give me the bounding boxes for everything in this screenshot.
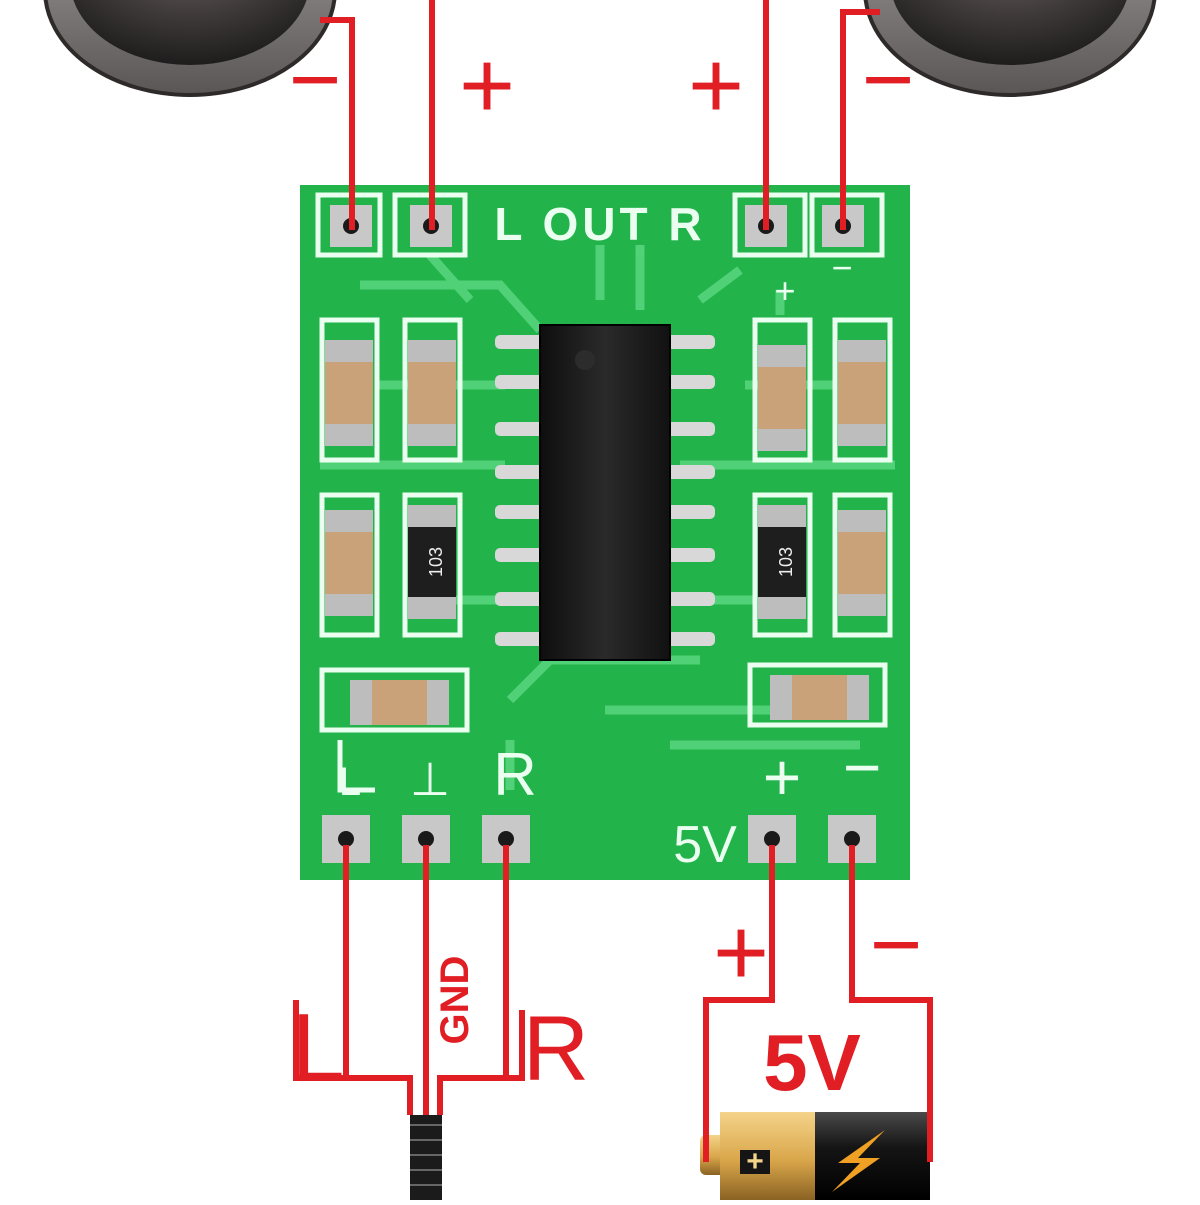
speaker-right-minus-label: − [862, 30, 915, 130]
audio-jack-plug [410, 1115, 442, 1205]
wire-input-right-bracket [506, 1010, 525, 1081]
silkscreen-5v-label: 5V [673, 816, 737, 874]
wire-input-right [437, 845, 509, 1115]
silkscreen-input-gnd: ⊥ [410, 753, 450, 805]
silkscreen-out-label: L OUT R [494, 198, 705, 250]
right-speaker [863, 0, 1157, 97]
wire-power-minus [849, 845, 933, 1162]
left-speaker [43, 0, 337, 97]
capacitor-c3 [758, 345, 806, 451]
silkscreen-plus-top: + [774, 270, 795, 311]
wire-speaker-right-minus [840, 9, 880, 230]
lightning-icon [832, 1130, 885, 1192]
power-plus-label: + [713, 899, 769, 1006]
ic-left-pins [495, 335, 545, 646]
smd-components: 103 103 [325, 340, 886, 725]
speaker-left-minus-label: − [289, 30, 342, 130]
silkscreen-input-right: R [493, 741, 536, 808]
speaker-left-plus-label: + [459, 32, 515, 139]
silkscreen-outlines [315, 192, 893, 793]
silkscreen-input-left: L [339, 760, 361, 804]
capacitor-c6 [838, 510, 886, 616]
ic-right-pins [665, 335, 715, 646]
battery-plus-sign: + [746, 1145, 764, 1178]
resistor-r1: 103 [408, 505, 456, 619]
input-power-pads [322, 815, 876, 863]
battery: + [700, 1112, 930, 1200]
wire-power-plus [703, 845, 775, 1162]
wire-input-left-bracket [293, 1000, 346, 1081]
capacitor-c4 [838, 340, 886, 446]
resistor-r1-code: 103 [426, 547, 446, 577]
capacitor-c2 [408, 340, 456, 446]
speaker-right-plus-label: + [688, 32, 744, 139]
capacitor-c8 [770, 675, 869, 720]
capacitor-c7 [350, 680, 449, 725]
silkscreen-power-minus: − [843, 730, 882, 804]
resistor-r2: 103 [758, 505, 806, 619]
red-wires [293, 0, 933, 1162]
input-right-label: R [523, 998, 589, 1100]
wire-input-left [343, 845, 413, 1115]
capacitor-c1 [325, 340, 373, 446]
input-gnd-label: GND [433, 956, 477, 1045]
silkscreen-power-plus: + [763, 740, 802, 814]
wire-speaker-left-minus [320, 17, 355, 230]
red-labels: − + + − L GND R + − 5V [289, 30, 923, 1107]
amplifier-pcb: L OUT R + − [300, 185, 910, 880]
silkscreen-minus-top: − [831, 247, 852, 288]
resistor-r2-code: 103 [776, 547, 796, 577]
input-left-label: L [291, 994, 344, 1101]
power-voltage-label: 5V [763, 1018, 861, 1107]
amplifier-ic [495, 324, 715, 661]
capacitor-c5 [325, 510, 373, 616]
power-minus-label: − [870, 895, 923, 995]
